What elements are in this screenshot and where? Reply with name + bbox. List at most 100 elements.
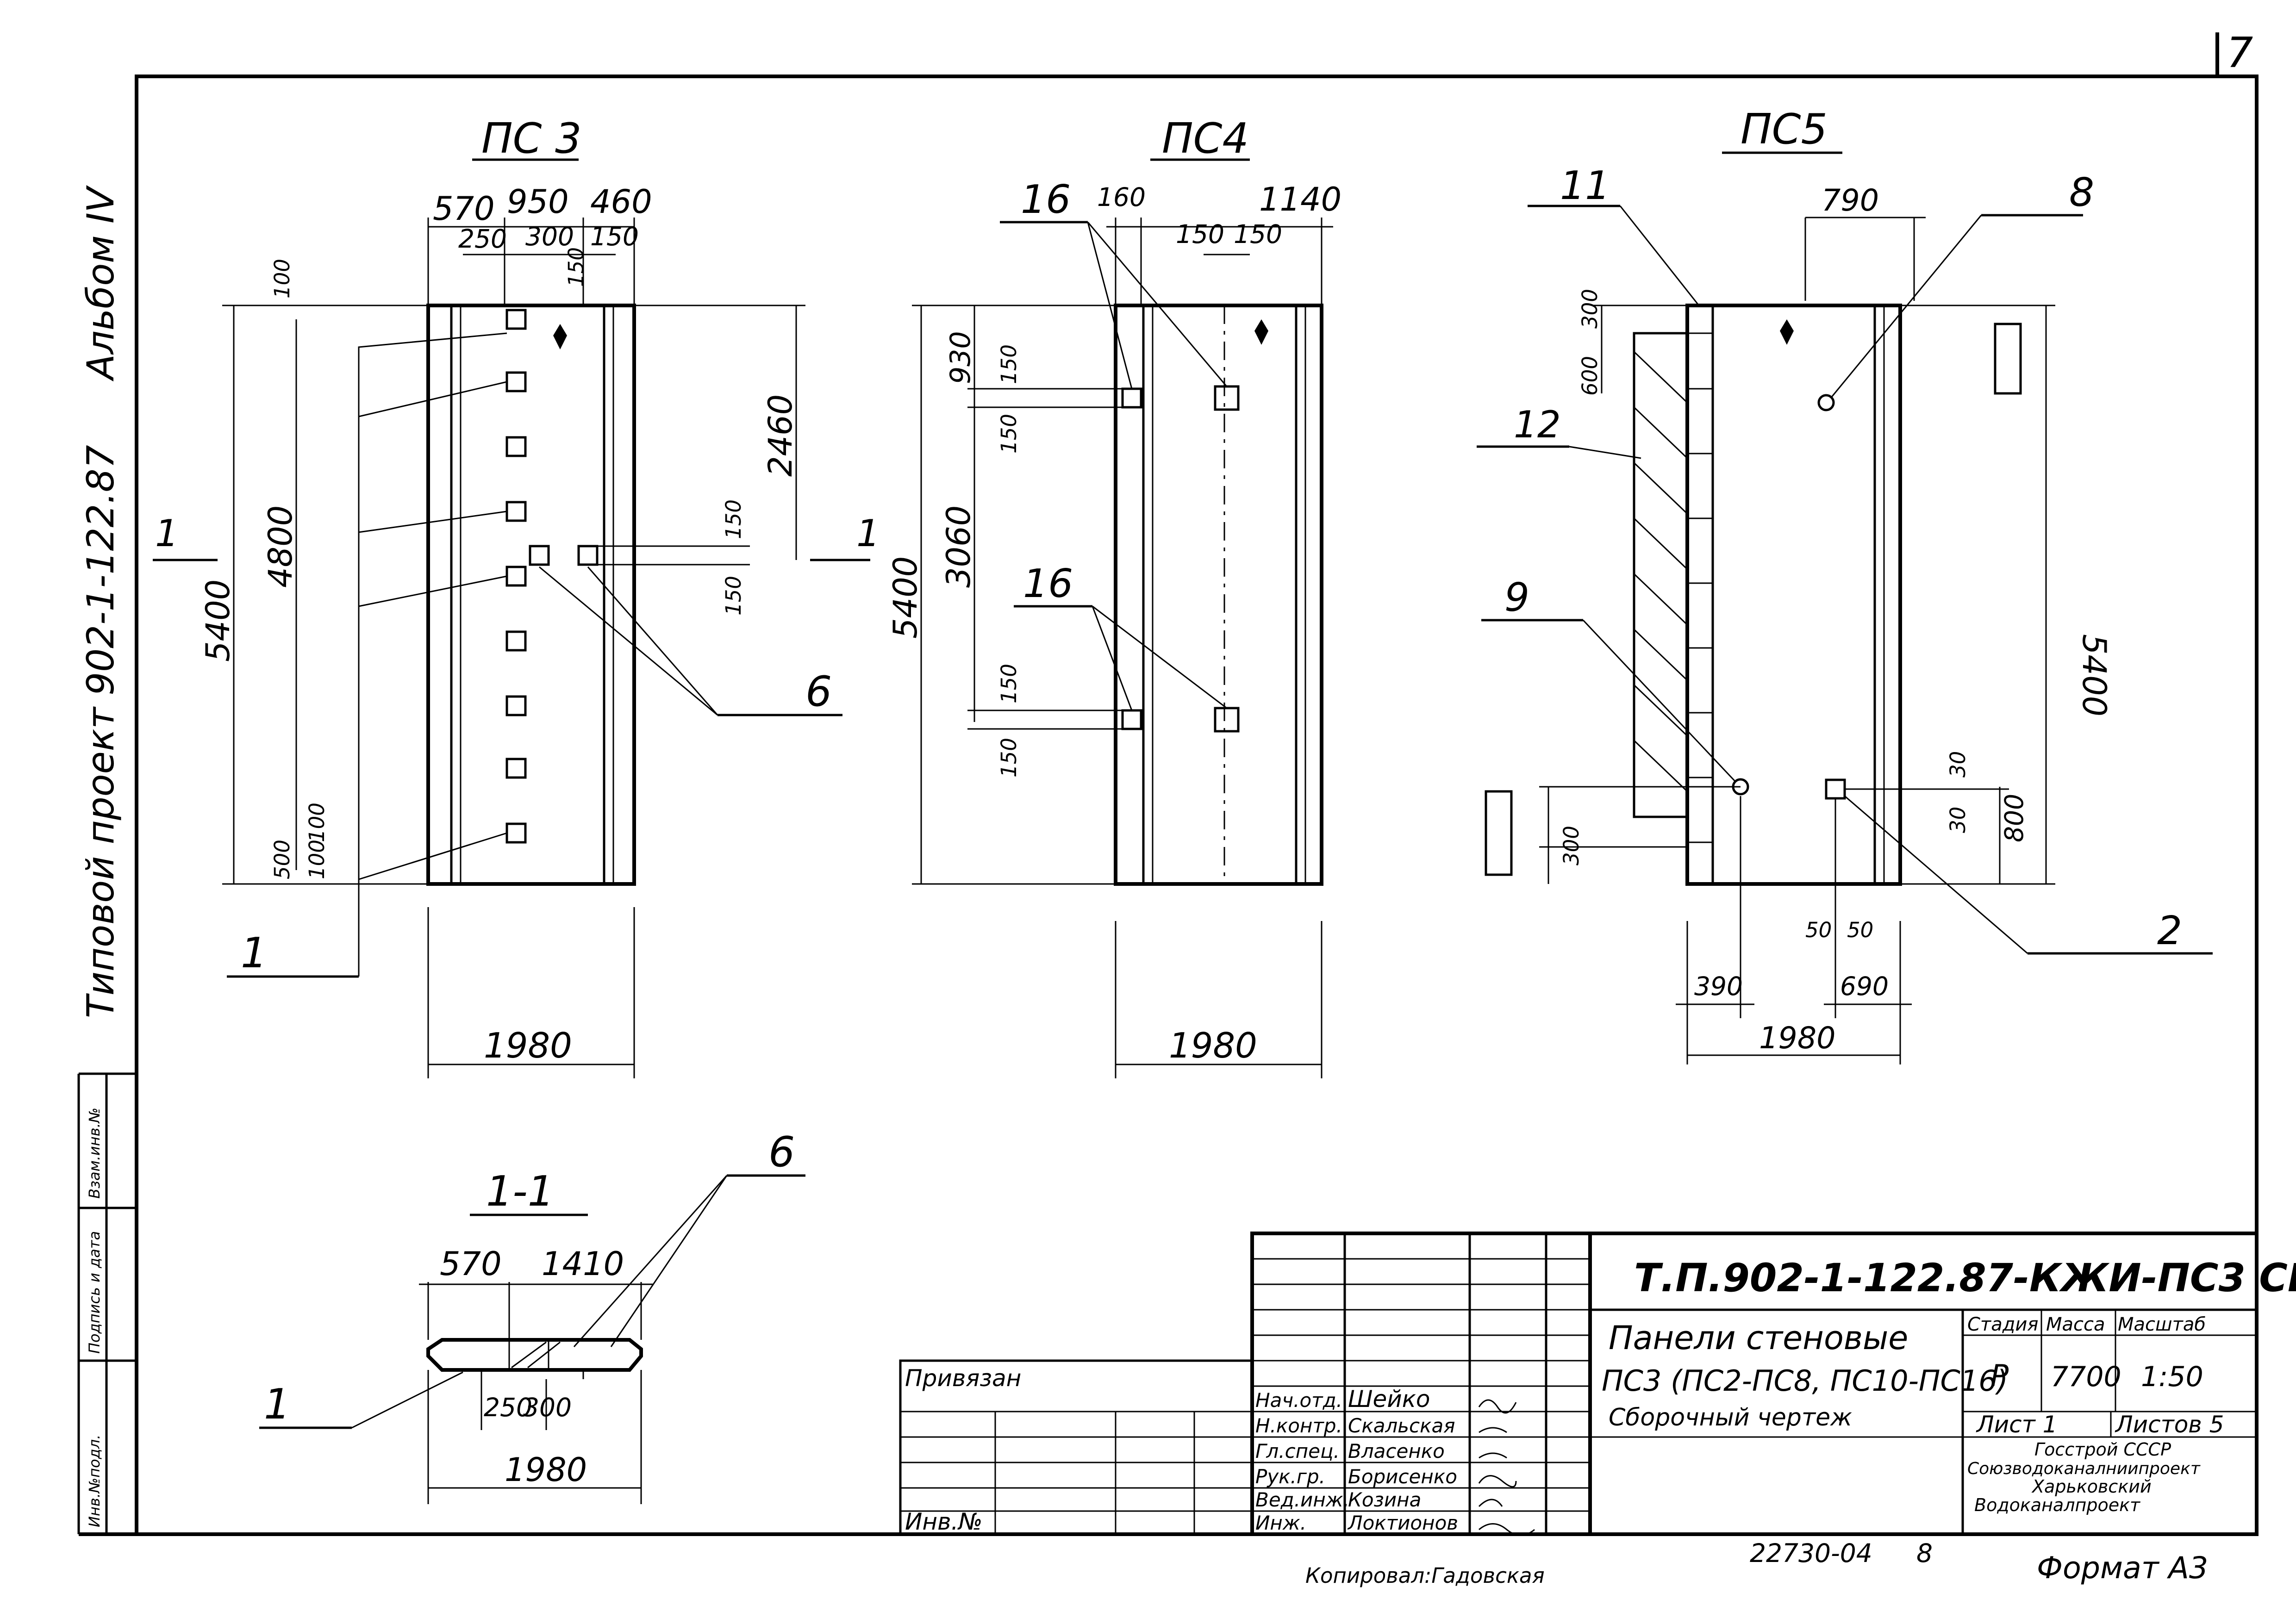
document-code: Т.П.902-1-122.87-КЖИ-ПС3 СБ bbox=[1634, 1255, 2296, 1300]
section-dim-300: 300 bbox=[523, 1393, 572, 1422]
ps5-callout-8: 8 bbox=[2069, 170, 2094, 216]
ps3-plates bbox=[505, 309, 599, 844]
ps3-panel bbox=[426, 304, 636, 886]
ps4-dim-150a: 150 bbox=[1176, 219, 1224, 249]
name-6: Локтионов bbox=[1347, 1512, 1458, 1534]
section-title: 1-1 bbox=[486, 1167, 554, 1216]
ps5-joints bbox=[1687, 332, 1713, 843]
sheet-label: Лист 1 bbox=[1976, 1411, 2057, 1438]
ps3-section-mark-right: 1 bbox=[856, 512, 880, 555]
ps4-callout-16-bottom: 16 bbox=[1023, 561, 1073, 607]
doc-name-line2: ПС3 (ПС2-ПС8, ПС10-ПС16) bbox=[1602, 1364, 2008, 1398]
ps4-dim-3060: 3060 bbox=[940, 505, 978, 588]
sheets-label: Листов 5 bbox=[2115, 1411, 2224, 1438]
mass-value: 7700 bbox=[2051, 1361, 2121, 1393]
format-label: Формат А3 bbox=[2037, 1551, 2208, 1586]
ps5-dim-800: 800 bbox=[1999, 794, 2029, 842]
bound-label: Привязан bbox=[905, 1365, 1021, 1392]
order-number: 22730-04 bbox=[1750, 1538, 1872, 1568]
ps3-section-mark-left: 1 bbox=[155, 512, 179, 555]
section-dim-250: 250 bbox=[484, 1393, 532, 1422]
ps5-callout-9: 9 bbox=[1504, 575, 1529, 621]
inv-label: Инв.№ bbox=[905, 1508, 982, 1535]
copied-by: Копировал:Гадовская bbox=[1305, 1563, 1545, 1588]
name-2: Скальская bbox=[1348, 1414, 1455, 1437]
ps5-dim-30b: 30 bbox=[1946, 807, 1970, 833]
ps4-dim-150-4: 150 bbox=[997, 738, 1021, 778]
name-5: Козина bbox=[1348, 1488, 1421, 1511]
ps5-callout-12: 12 bbox=[1514, 403, 1561, 446]
ps3-dim-570: 570 bbox=[433, 190, 495, 228]
ps3-dim-4800: 4800 bbox=[262, 505, 299, 588]
ps5-hatching bbox=[1633, 351, 1688, 792]
ps5-dim-790: 790 bbox=[1822, 183, 1879, 218]
org-line3: Харьковский bbox=[2031, 1476, 2152, 1497]
mass-label: Масса bbox=[2046, 1314, 2105, 1335]
stamp-inv-label: Инв.№подл. bbox=[86, 1435, 103, 1527]
scale-label: Масштаб bbox=[2118, 1314, 2206, 1335]
ps5-callout-11: 11 bbox=[1560, 163, 1610, 209]
ps3-dim-100-a: 100 bbox=[305, 803, 329, 842]
ps3-dim-100-b: 100 bbox=[305, 840, 329, 879]
role-3: Гл.спец. bbox=[1255, 1440, 1340, 1462]
org-line4: Водоканалпроект bbox=[1974, 1495, 2141, 1515]
ps3-callout-1: 1 bbox=[241, 929, 267, 977]
ps3-dim-150b: 150 bbox=[721, 576, 746, 616]
section-profile bbox=[426, 1338, 643, 1372]
role-2: Н.контр. bbox=[1255, 1414, 1342, 1437]
signatures bbox=[1478, 1399, 1535, 1536]
ps4-dim-150b: 150 bbox=[1234, 219, 1282, 249]
album-label: Альбом IV bbox=[79, 185, 122, 382]
ps4-dim-150-3: 150 bbox=[997, 664, 1021, 703]
ps5-dim-300: 300 bbox=[1578, 289, 1602, 329]
project-label: Типовой проект 902-1-122.87 bbox=[79, 445, 122, 1018]
footer: Копировал:Гадовская 22730-04 8 Формат А3 bbox=[1305, 1538, 2208, 1588]
ps5-dim-5400: 5400 bbox=[2075, 634, 2113, 716]
ps3-dim-250: 250 bbox=[458, 224, 507, 254]
ps4-dim-150-1: 150 bbox=[997, 344, 1021, 384]
sheet-number: 7 bbox=[2227, 29, 2253, 77]
ps3-dim-150a: 150 bbox=[721, 499, 746, 539]
section-dim-1410: 1410 bbox=[542, 1245, 624, 1283]
ps4-dim-930: 930 bbox=[944, 331, 977, 384]
ps5-dim-300b: 300 bbox=[1559, 826, 1584, 865]
ps4-title: ПС4 bbox=[1162, 114, 1249, 163]
view-ps4: ПС4 160 1140 150 150 5400 930 3060 bbox=[886, 114, 1341, 1078]
ps3-dim-2460: 2460 bbox=[761, 394, 799, 477]
ps5-dim-30a: 30 bbox=[1946, 751, 1970, 778]
view-ps3: ПС 3 570 950 460 bbox=[153, 114, 880, 1078]
ps5-callout-2: 2 bbox=[2157, 908, 2182, 954]
org-line1: Госстрой СССР bbox=[2034, 1439, 2171, 1460]
section-callout-1: 1 bbox=[264, 1380, 290, 1429]
name-4: Борисенко bbox=[1348, 1465, 1457, 1488]
ps3-dim-950: 950 bbox=[507, 183, 569, 221]
ps4-width: 1980 bbox=[1169, 1025, 1257, 1066]
ps4-panel bbox=[1114, 304, 1323, 886]
doc-name-line3: Сборочный чертеж bbox=[1609, 1404, 1852, 1431]
ps5-dim-600: 600 bbox=[1578, 356, 1602, 396]
name-1: Шейко bbox=[1348, 1386, 1430, 1412]
role-4: Рук.гр. bbox=[1255, 1465, 1325, 1488]
ps5-panel bbox=[1685, 304, 1902, 886]
ps3-callout-6: 6 bbox=[805, 667, 832, 716]
ps3-dim-460: 460 bbox=[590, 183, 652, 221]
ps3-dim-150: 150 bbox=[590, 222, 639, 251]
ps3-dim-5400: 5400 bbox=[199, 579, 237, 662]
ps5-title: ПС5 bbox=[1741, 105, 1828, 154]
ps4-callout-16-top: 16 bbox=[1021, 177, 1071, 223]
ps4-dim-160: 160 bbox=[1097, 182, 1146, 212]
ps5-dim-690: 690 bbox=[1840, 971, 1889, 1001]
role-5: Вед.инж. bbox=[1255, 1488, 1349, 1511]
section-dim-570: 570 bbox=[440, 1245, 502, 1283]
ps3-dim-300: 300 bbox=[525, 222, 574, 251]
section-callout-6: 6 bbox=[768, 1128, 795, 1176]
ps4-dim-5400: 5400 bbox=[886, 556, 924, 639]
ps5-hatch-zone bbox=[1633, 332, 1689, 818]
doc-name-line1: Панели стеновые bbox=[1609, 1319, 1908, 1357]
page-number: 8 bbox=[1916, 1538, 1933, 1568]
ps3-dim-500: 500 bbox=[270, 840, 294, 879]
role-1: Нач.отд. bbox=[1255, 1389, 1342, 1412]
stamp-replace-label: Взам.инв.№ bbox=[86, 1108, 103, 1199]
ps5-dim-390: 390 bbox=[1694, 971, 1743, 1001]
ps5-width: 1980 bbox=[1759, 1021, 1835, 1056]
